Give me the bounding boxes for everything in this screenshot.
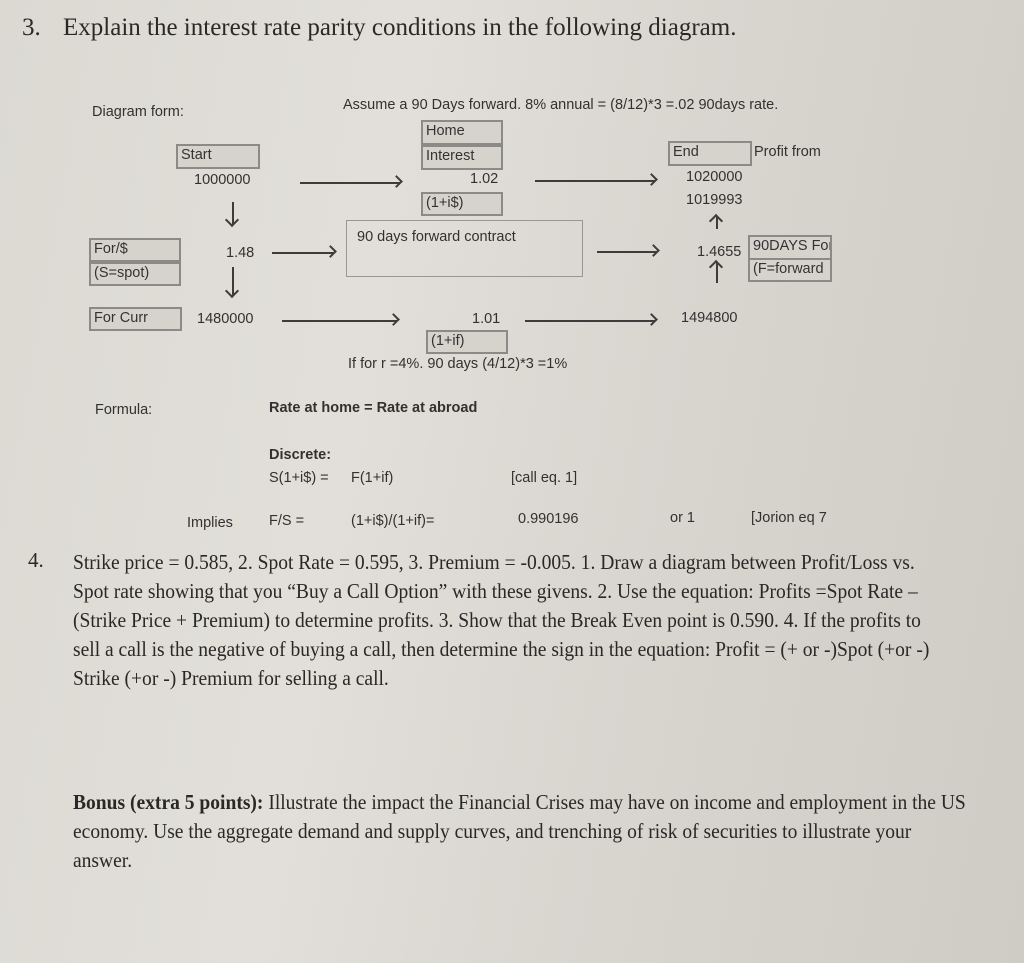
or-value: or 1	[670, 510, 695, 526]
fs-label: F/S =	[269, 513, 305, 529]
profit-from-label: Profit from	[754, 144, 821, 160]
end-value-forward: 1019993	[686, 192, 743, 208]
question-3-text: Explain the interest rate parity conditi…	[63, 14, 737, 41]
discrete-rhs: F(1+if)	[351, 470, 394, 486]
arrow-spot-down	[232, 267, 234, 295]
foreign-end-value: 1494800	[681, 310, 738, 326]
spot-sub-label-box: (S=spot)	[89, 262, 181, 286]
discrete-lhs: S(1+i$) =	[269, 470, 329, 486]
arrow-start-to-home	[300, 182, 400, 184]
bonus-label: Bonus (extra 5 points):	[73, 790, 264, 814]
forward-contract-label: 90 days forward contract	[357, 229, 516, 245]
jorion-reference: [Jorion eq 7	[751, 510, 827, 526]
arrow-start-down	[232, 202, 234, 224]
foreign-curr-value: 1480000	[197, 311, 254, 327]
foreign-rate-note: If for r =4%. 90 days (4/12)*3 =1%	[348, 356, 568, 372]
end-value: 1020000	[686, 169, 743, 185]
formula-label: Formula:	[95, 402, 153, 418]
arrow-home-to-end	[535, 180, 655, 182]
assumption-note: Assume a 90 Days forward. 8% annual = (8…	[343, 97, 779, 113]
forward-sub-label-box: (F=forward	[748, 260, 832, 282]
ratio-value: 0.990196	[518, 511, 579, 527]
home-rate-label-box: (1+i$)	[421, 192, 503, 216]
spot-value: 1.48	[226, 245, 255, 261]
start-label-box: Start	[176, 144, 260, 169]
arrow-foreign-to-rate	[282, 320, 397, 322]
arrow-spot-to-forward	[272, 252, 334, 254]
arrow-foreign-up	[716, 263, 718, 283]
spot-label-box: For/$	[89, 238, 181, 262]
ratio-expression: (1+i$)/(1+if)=	[351, 513, 435, 529]
diagram-label: Diagram form:	[92, 104, 184, 120]
foreign-curr-label-box: For Curr	[89, 307, 182, 331]
forward-contract-box	[346, 220, 583, 277]
question-3-number: 3.	[22, 14, 41, 41]
home-rate-value: 1.02	[470, 171, 499, 187]
formula-rule: Rate at home = Rate at abroad	[269, 400, 478, 416]
bonus-question: Bonus (extra 5 points): Illustrate the i…	[73, 788, 966, 875]
question-4-text: Strike price = 0.585, 2. Spot Rate = 0.5…	[73, 550, 930, 690]
arrow-rate-to-foreign-end	[525, 320, 655, 322]
forward-value: 1.4655	[697, 244, 742, 260]
forward-label-box: 90DAYS For	[748, 235, 832, 260]
discrete-label: Discrete:	[269, 447, 332, 463]
start-value: 1000000	[194, 172, 251, 188]
arrow-forward-up	[716, 217, 718, 229]
bonus-text: Illustrate the impact the Financial Cris…	[73, 790, 966, 872]
implies-label: Implies	[187, 515, 233, 531]
question-4-number: 4.	[28, 548, 44, 572]
interest-label-box: Interest	[421, 145, 503, 170]
foreign-rate-label-box: (1+if)	[426, 330, 508, 354]
end-label-box: End	[668, 141, 752, 166]
home-label-box: Home	[421, 120, 503, 145]
arrow-forward-to-rate	[597, 251, 657, 253]
equation-note: [call eq. 1]	[511, 470, 578, 486]
foreign-rate-value: 1.01	[472, 311, 501, 327]
